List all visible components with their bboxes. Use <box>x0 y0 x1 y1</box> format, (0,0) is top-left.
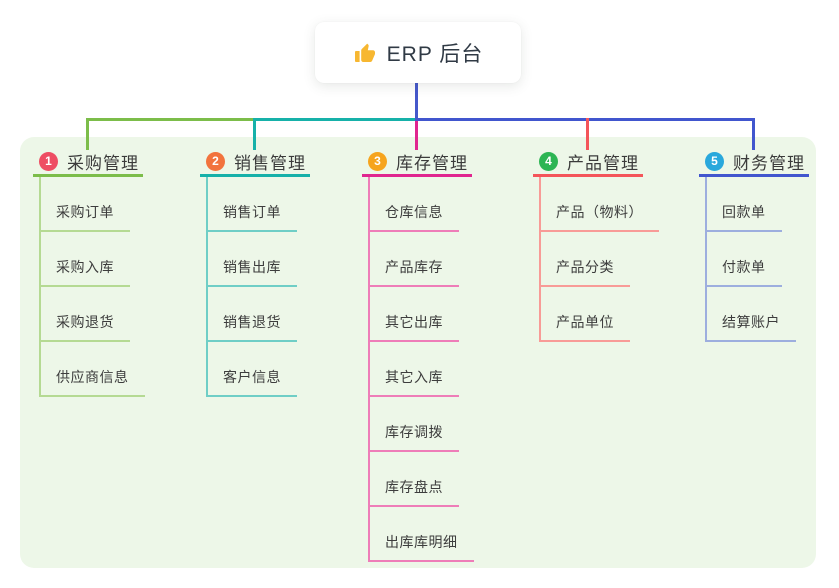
mindmap-panel <box>20 137 816 568</box>
child-node-label[interactable]: 结算账户 <box>707 312 796 342</box>
child-node: 销售出库 <box>208 232 310 287</box>
branch-node-2: 2 销售管理 销售订单销售出库销售退货客户信息 <box>200 148 310 397</box>
branch-node-5: 5 财务管理 回款单付款单结算账户 <box>699 148 809 342</box>
child-node-label[interactable]: 客户信息 <box>208 367 297 397</box>
branch-header[interactable]: 2 销售管理 <box>200 148 310 177</box>
branch-header[interactable]: 5 财务管理 <box>699 148 809 177</box>
child-node-label[interactable]: 产品单位 <box>541 312 630 342</box>
branch-node-4: 4 产品管理 产品（物料） 产品分类产品单位 <box>533 148 659 342</box>
child-node-label[interactable]: 库存盘点 <box>370 477 459 507</box>
child-node: 采购退货 <box>41 287 143 342</box>
root-title: ERP 后台 <box>386 42 484 66</box>
child-node-label[interactable]: 销售出库 <box>208 257 297 287</box>
branch-children: 销售订单销售出库销售退货客户信息 <box>206 177 310 397</box>
child-node: 产品库存 <box>370 232 472 287</box>
child-node: 销售退货 <box>208 287 310 342</box>
child-node: 其它入库 <box>370 342 472 397</box>
branch-number-badge: 1 <box>39 151 58 171</box>
branch-node-3: 3 库存管理 仓库信息产品库存其它出库其它入库库存调拨库存盘点出库库明细 <box>362 148 474 562</box>
child-node: 结算账户 <box>707 287 809 342</box>
child-node: 供应商信息 <box>41 342 145 397</box>
root-node[interactable]: ERP 后台 <box>315 22 521 83</box>
child-node-label[interactable]: 销售订单 <box>208 202 297 232</box>
child-node-label[interactable]: 供应商信息 <box>41 367 145 397</box>
child-node-label[interactable]: 产品库存 <box>370 257 459 287</box>
child-node: 产品单位 <box>541 287 643 342</box>
connector-branch-2-v <box>253 118 256 150</box>
connector-branch-2-h <box>253 118 415 121</box>
branch-children: 产品（物料） 产品分类产品单位 <box>539 177 659 342</box>
connector-branch-1-h <box>86 118 256 121</box>
thumbs-up-icon <box>353 41 377 65</box>
child-node-label[interactable]: 付款单 <box>707 257 782 287</box>
child-node: 回款单 <box>707 177 809 232</box>
branch-title: 财务管理 <box>733 153 805 173</box>
child-node: 出库库明细 <box>370 507 474 562</box>
child-node-label[interactable]: 库存调拨 <box>370 422 459 452</box>
connector-branch-4-v <box>586 118 589 150</box>
root-line-vertical <box>415 83 418 121</box>
branch-title: 产品管理 <box>567 153 639 173</box>
connector-branch-1-v <box>86 118 89 150</box>
branch-title: 销售管理 <box>234 153 306 173</box>
child-node-label[interactable]: 采购退货 <box>41 312 130 342</box>
child-node-label[interactable]: 销售退货 <box>208 312 297 342</box>
child-node: 库存盘点 <box>370 452 472 507</box>
child-node-label[interactable]: 出库库明细 <box>370 532 474 562</box>
connector-branch-3-v <box>415 121 418 150</box>
branch-children: 采购订单采购入库采购退货供应商信息 <box>39 177 145 397</box>
branch-header[interactable]: 4 产品管理 <box>533 148 643 177</box>
branch-number-badge: 2 <box>206 151 225 171</box>
child-node: 销售订单 <box>208 177 310 232</box>
child-node-label[interactable]: 回款单 <box>707 202 782 232</box>
branch-header[interactable]: 3 库存管理 <box>362 148 472 177</box>
child-node-label[interactable]: 产品分类 <box>541 257 630 287</box>
child-node: 采购订单 <box>41 177 143 232</box>
child-node-label[interactable]: 其它入库 <box>370 367 459 397</box>
child-node: 其它出库 <box>370 287 472 342</box>
branch-number-badge: 4 <box>539 151 558 171</box>
branch-header[interactable]: 1 采购管理 <box>33 148 143 177</box>
connector-branch-5-v <box>752 118 755 150</box>
child-node-label[interactable]: 采购入库 <box>41 257 130 287</box>
child-node-label[interactable]: 仓库信息 <box>370 202 459 232</box>
child-node: 产品分类 <box>541 232 643 287</box>
child-node: 库存调拨 <box>370 397 472 452</box>
child-node-label[interactable]: 采购订单 <box>41 202 130 232</box>
branch-number-badge: 3 <box>368 151 387 171</box>
branch-children: 回款单付款单结算账户 <box>705 177 809 342</box>
child-node: 付款单 <box>707 232 809 287</box>
child-node: 产品（物料） <box>541 177 659 232</box>
branch-node-1: 1 采购管理 采购订单采购入库采购退货供应商信息 <box>33 148 145 397</box>
branch-children: 仓库信息产品库存其它出库其它入库库存调拨库存盘点出库库明细 <box>368 177 474 562</box>
child-node-label[interactable]: 产品（物料） <box>541 202 659 232</box>
child-node-label[interactable]: 其它出库 <box>370 312 459 342</box>
child-node: 仓库信息 <box>370 177 472 232</box>
branch-number-badge: 5 <box>705 151 724 171</box>
branch-title: 采购管理 <box>67 153 139 173</box>
branch-title: 库存管理 <box>396 153 468 173</box>
child-node: 采购入库 <box>41 232 143 287</box>
child-node: 客户信息 <box>208 342 310 397</box>
